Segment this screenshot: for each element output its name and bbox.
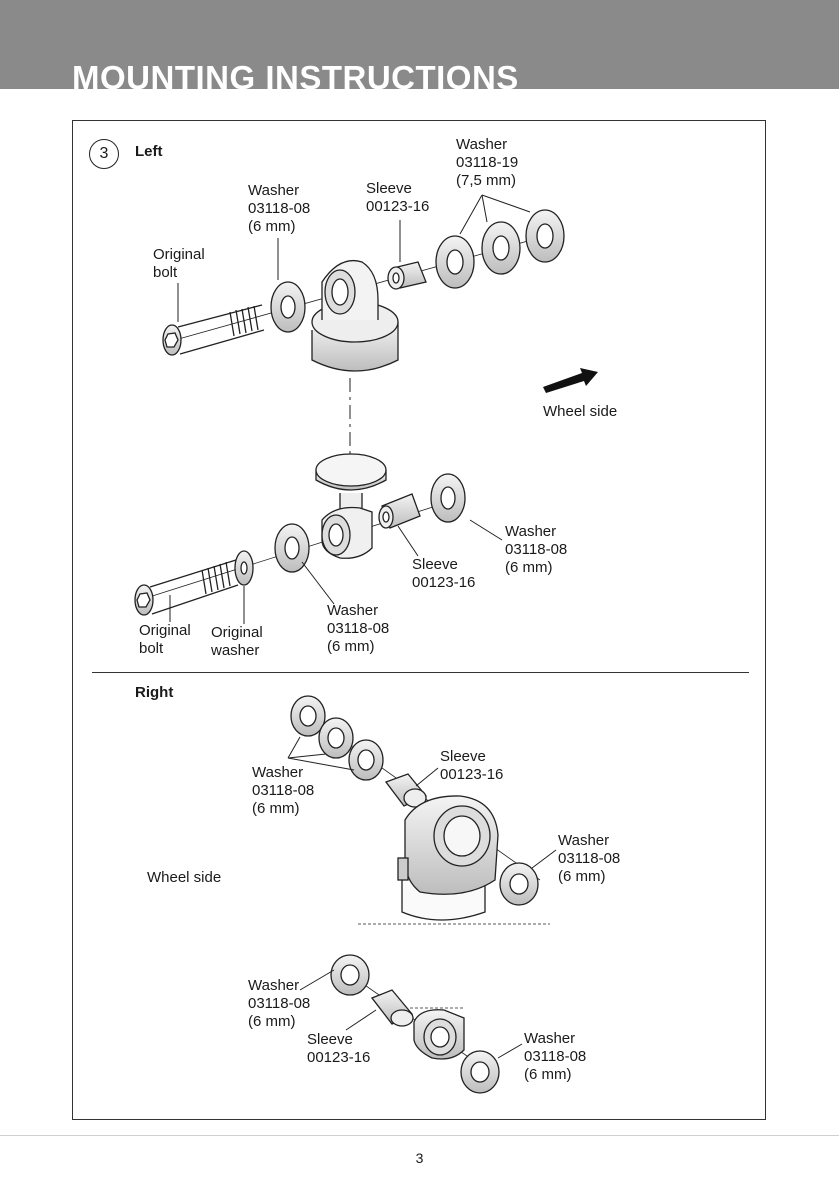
right-heading: Right	[135, 684, 174, 701]
section-divider	[92, 672, 749, 673]
label-sleeve-bottom: Sleeve 00123-16	[412, 556, 476, 591]
label-washer-75mm: Washer 03118-19 (7,5 mm)	[456, 136, 519, 189]
sleeve-top	[387, 261, 427, 290]
label-washer-right-bottom-right: Washer 03118-08 (6 mm)	[524, 1030, 587, 1083]
wheel-side-arrow	[543, 368, 598, 393]
sleeve-right-bottom	[370, 989, 414, 1027]
instruction-frame	[72, 120, 766, 1120]
label-washer-right-top-single: Washer 03118-08 (6 mm)	[558, 832, 621, 885]
label-original-washer: Original washer	[211, 624, 263, 659]
washer-right-top-single	[499, 862, 539, 906]
label-washer-6mm-top: Washer 03118-08 (6 mm)	[248, 182, 311, 235]
step-number: 3	[89, 139, 119, 169]
label-washer-right-bottom-left: Washer 03118-08 (6 mm)	[248, 977, 311, 1030]
original-bolt-bottom	[134, 559, 239, 616]
original-bolt-top	[162, 304, 265, 356]
washer-right-bottom-left	[330, 954, 370, 996]
shock-body-right	[397, 795, 499, 921]
shock-lower-piston	[315, 453, 387, 513]
original-washer	[234, 550, 254, 586]
label-washer-bottom-right: Washer 03118-08 (6 mm)	[505, 523, 568, 576]
shock-lower-eye	[321, 506, 373, 559]
shock-upper-mount	[311, 259, 399, 372]
washer-6mm-top	[270, 281, 306, 333]
left-heading: Left	[135, 143, 163, 160]
page-number: 3	[415, 1150, 424, 1166]
washer-bottom-right	[430, 473, 466, 523]
sleeve-right-top	[384, 773, 428, 808]
washers-right-top	[290, 695, 384, 781]
footer-divider	[0, 1135, 839, 1136]
page-header: MOUNTING INSTRUCTIONS	[0, 0, 839, 89]
label-washers-right-top: Washer 03118-08 (6 mm)	[252, 764, 315, 817]
shock-eye-right-bottom	[413, 1009, 465, 1060]
washers-75mm	[435, 209, 565, 289]
sleeve-bottom-left	[378, 493, 421, 529]
washer-bottom-left	[274, 523, 310, 573]
label-sleeve-right-bottom: Sleeve 00123-16	[307, 1031, 371, 1066]
label-original-bolt-top: Original bolt	[153, 246, 205, 281]
label-sleeve-right-top: Sleeve 00123-16	[440, 748, 504, 783]
label-sleeve-top: Sleeve 00123-16	[366, 180, 430, 215]
label-wheel-side-right: Wheel side	[147, 869, 222, 886]
page-title: MOUNTING INSTRUCTIONS	[72, 59, 519, 89]
label-wheel-side-left: Wheel side	[543, 403, 618, 420]
label-washer-bottom-left: Washer 03118-08 (6 mm)	[327, 602, 390, 655]
label-original-bolt-bottom: Original bolt	[139, 622, 191, 657]
washer-right-bottom-right	[460, 1050, 500, 1094]
